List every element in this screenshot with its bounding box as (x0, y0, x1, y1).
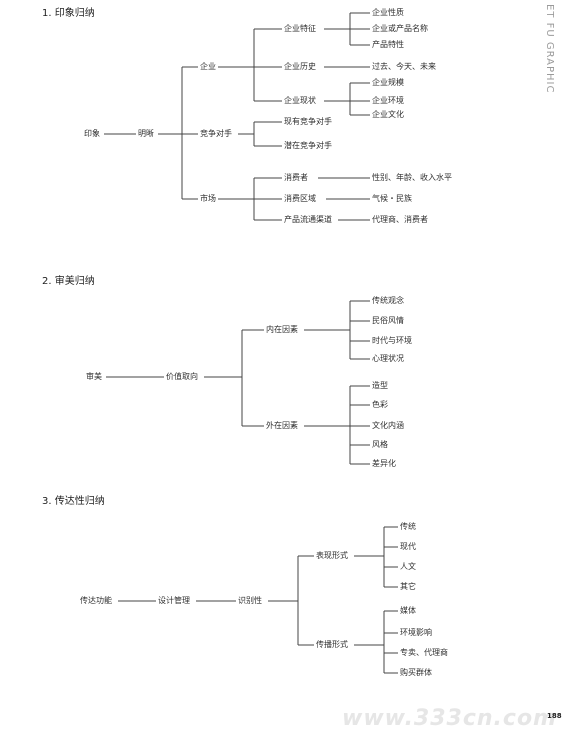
leaf-traditional-concepts: 传统观念 (372, 296, 404, 305)
leaf-folk-customs: 民俗风情 (372, 316, 404, 325)
node-competitors: 竞争对手 (200, 129, 232, 138)
section-2-heading: 2. 审美归纳 (42, 276, 95, 287)
leaf-cultural-connotation: 文化内涵 (372, 421, 404, 430)
node-communication-function: 传达功能 (80, 596, 112, 605)
node-internal-factors: 内在因素 (266, 325, 298, 334)
node-potential-competitors: 潜在竞争对手 (284, 141, 332, 150)
node-identifiability: 识别性 (238, 596, 262, 605)
node-aesthetics-root: 审美 (86, 372, 102, 381)
leaf-media: 媒体 (400, 606, 416, 615)
leaf-environmental-influence: 环境影响 (400, 628, 432, 637)
leaf-buying-groups: 购买群体 (400, 668, 432, 677)
node-current-competitors: 现有竞争对手 (284, 117, 332, 126)
side-vertical-text: ET FU GRAPHIC (544, 4, 555, 94)
node-external-factors: 外在因素 (266, 421, 298, 430)
node-market: 市场 (200, 194, 216, 203)
leaf-enterprise-nature: 企业性质 (372, 8, 404, 17)
node-enterprise-features: 企业特征 (284, 24, 316, 33)
node-expression-form: 表现形式 (316, 551, 348, 560)
watermark-logo: www.333cn.com (342, 706, 557, 731)
leaf-stores-agents: 专卖、代理商 (400, 648, 448, 657)
node-value-orientation: 价值取向 (166, 372, 198, 381)
node-distribution-channel: 产品流通渠道 (284, 215, 332, 224)
leaf-shape: 造型 (372, 381, 388, 390)
leaf-psychology: 心理状况 (372, 354, 404, 363)
leaf-era-environment: 时代与环境 (372, 336, 412, 345)
leaf-climate-ethnicity: 气候・民族 (372, 194, 412, 203)
node-impression-root: 印象 (84, 129, 100, 138)
page-number: 188 (547, 712, 562, 720)
leaf-others: 其它 (400, 582, 416, 591)
node-design-management: 设计管理 (158, 596, 190, 605)
node-enterprise-history: 企业历史 (284, 62, 316, 71)
leaf-enterprise-culture: 企业文化 (372, 110, 404, 119)
leaf-style: 风格 (372, 440, 388, 449)
leaf-enterprise-scale: 企业规模 (372, 78, 404, 87)
section-1-heading: 1. 印象归纳 (42, 8, 95, 19)
node-enterprise: 企业 (200, 62, 216, 71)
leaf-past-present-future: 过去、今天、未来 (372, 62, 436, 71)
node-clarity: 明晰 (138, 129, 154, 138)
leaf-humanities: 人文 (400, 562, 416, 571)
leaf-differentiation: 差异化 (372, 459, 396, 468)
node-consumers: 消费者 (284, 173, 308, 182)
node-consumer-region: 消费区域 (284, 194, 316, 203)
leaf-product-features: 产品特性 (372, 40, 404, 49)
leaf-traditional: 传统 (400, 522, 416, 531)
leaf-agents-consumers: 代理商、消费者 (372, 215, 428, 224)
leaf-enterprise-name: 企业或产品名称 (372, 24, 428, 33)
leaf-enterprise-environment: 企业环境 (372, 96, 404, 105)
section-3-heading: 3. 传达性归纳 (42, 496, 105, 507)
node-enterprise-status: 企业现状 (284, 96, 316, 105)
leaf-modern: 现代 (400, 542, 416, 551)
leaf-color: 色彩 (372, 400, 388, 409)
leaf-gender-age-income: 性别、年龄、收入水平 (372, 173, 452, 182)
node-dissemination-form: 传播形式 (316, 640, 348, 649)
